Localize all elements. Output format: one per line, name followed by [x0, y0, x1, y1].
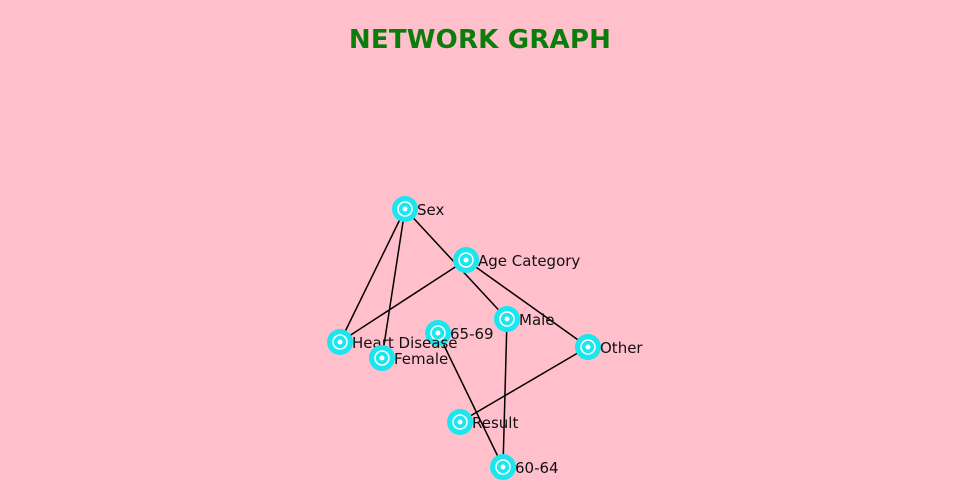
node-dot — [435, 330, 441, 336]
node-age_category[interactable]: Age Category — [453, 247, 580, 273]
node-sex[interactable]: Sex — [392, 196, 444, 222]
node-ring — [374, 350, 390, 366]
edge-other-result — [459, 346, 589, 423]
node-dot — [504, 316, 510, 322]
node-dot — [585, 344, 591, 350]
edge-age_category-other — [465, 259, 589, 348]
node-dot — [402, 206, 408, 212]
graph-title: NETWORK GRAPH — [348, 25, 612, 55]
node-label: Result — [472, 414, 518, 432]
node-ring — [495, 459, 511, 475]
node-label: 60-64 — [515, 459, 559, 477]
edge-age_65_69-age_60_64 — [437, 332, 504, 468]
node-age_60_64[interactable]: 60-64 — [490, 454, 559, 480]
node-ring — [580, 339, 596, 355]
edge-age_category-heart_disease — [339, 259, 467, 343]
node-result[interactable]: Result — [447, 409, 518, 435]
edge-sex-heart_disease — [339, 208, 406, 343]
edge-male-age_60_64 — [502, 318, 508, 468]
node-dot — [500, 464, 506, 470]
node-label: Male — [519, 311, 555, 329]
node-male[interactable]: Male — [494, 306, 555, 332]
node-dot — [337, 339, 343, 345]
edge-sex-female — [381, 208, 406, 359]
node-label: Age Category — [478, 252, 580, 270]
node-ring — [430, 325, 446, 341]
node-dot — [457, 419, 463, 425]
node-ring — [499, 311, 515, 327]
node-dot — [463, 257, 469, 263]
node-ring — [332, 334, 348, 350]
node-label: 65-69 — [450, 325, 494, 343]
node-female[interactable]: Female — [369, 345, 448, 371]
node-label: Other — [600, 339, 643, 357]
node-ring — [452, 414, 468, 430]
node-other[interactable]: Other — [575, 334, 643, 360]
node-ring — [397, 201, 413, 217]
node-age_65_69[interactable]: 65-69 — [425, 320, 494, 346]
node-label: Female — [394, 350, 448, 368]
node-label: Sex — [417, 201, 444, 219]
node-dot — [379, 355, 385, 361]
node-ring — [458, 252, 474, 268]
